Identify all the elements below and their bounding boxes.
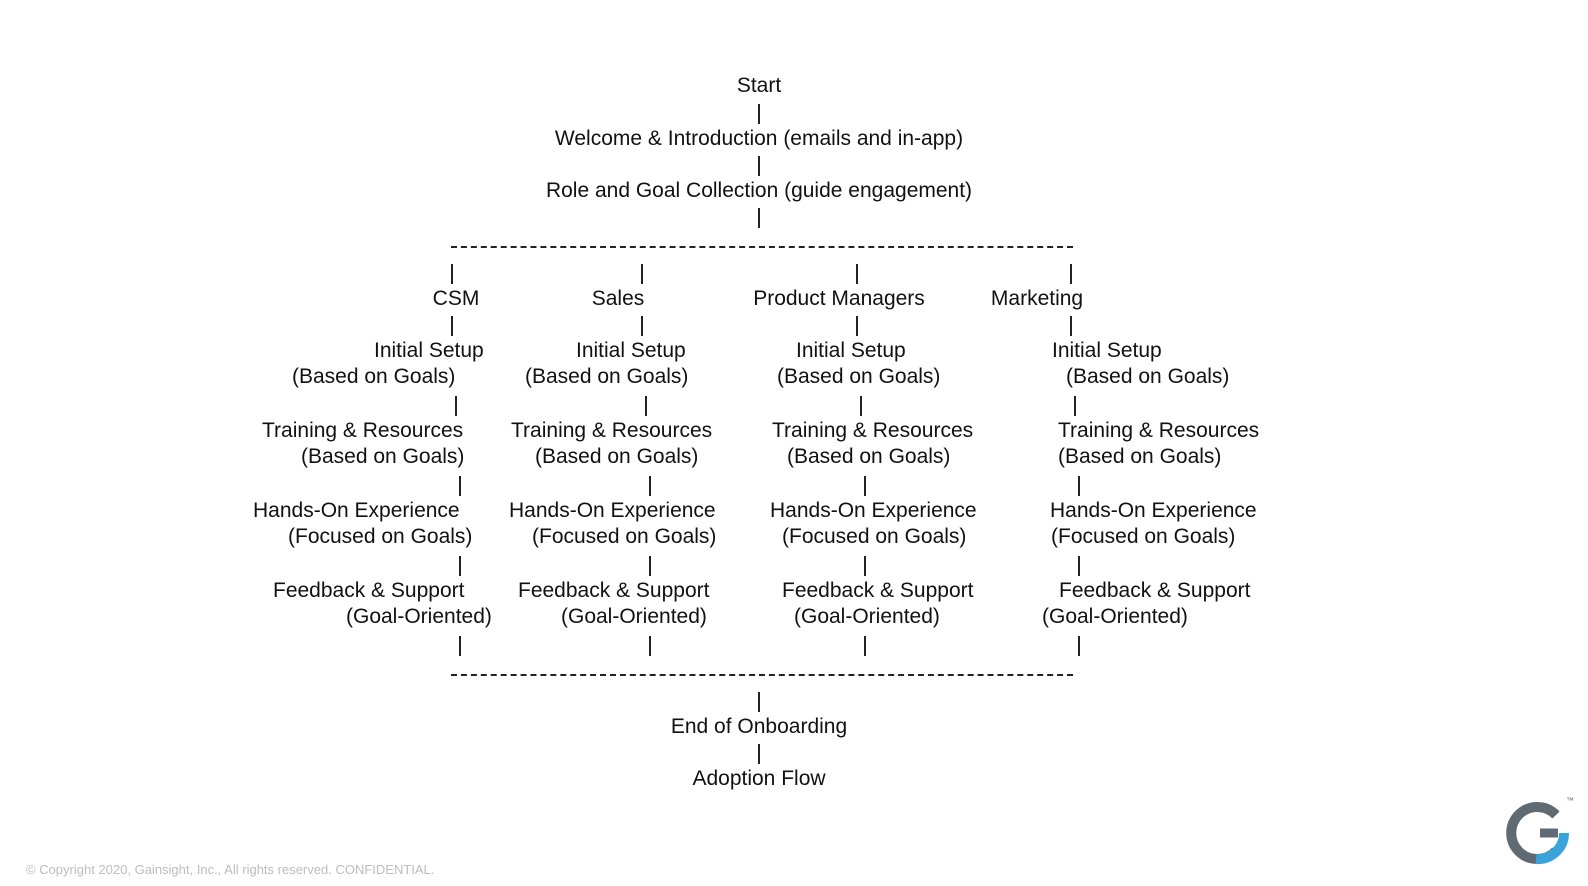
marketing-feedback-line1: Feedback & Support (1059, 579, 1251, 602)
role-product-managers: Product Managers (753, 287, 925, 310)
marketing-feedback-line2: (Goal-Oriented) (1042, 605, 1188, 628)
marketing-training-line1: Training & Resources (1058, 419, 1260, 442)
connector (649, 476, 651, 496)
role-csm: CSM (432, 287, 480, 310)
sales-handson-line1: Hands-On Experience (509, 499, 716, 522)
pm-feedback-line1: Feedback & Support (782, 579, 974, 602)
sales-setup-line1: Initial Setup (576, 339, 686, 362)
branch-divider-bottom (451, 674, 1073, 676)
node-role-goal: Role and Goal Collection (guide engageme… (545, 179, 973, 202)
gainsight-g-icon: ™ (1506, 796, 1574, 865)
sales-setup-line2: (Based on Goals) (525, 365, 689, 388)
csm-feedback-line1: Feedback & Support (273, 579, 465, 602)
marketing-handson-line2: (Focused on Goals) (1051, 525, 1236, 548)
node-start: Start (736, 74, 782, 97)
connector (864, 556, 866, 576)
connector (1078, 476, 1080, 496)
csm-handson-line2: (Focused on Goals) (288, 525, 473, 548)
csm-feedback-line2: (Goal-Oriented) (346, 605, 492, 628)
connector (459, 556, 461, 576)
csm-handson-line1: Hands-On Experience (253, 499, 460, 522)
connector (864, 476, 866, 496)
csm-training-line2: (Based on Goals) (301, 445, 465, 468)
node-end-onboarding: End of Onboarding (670, 715, 848, 738)
trademark-mark: ™ (1566, 796, 1574, 805)
connector (451, 316, 453, 336)
connector (1070, 316, 1072, 336)
pm-feedback-line2: (Goal-Oriented) (794, 605, 940, 628)
marketing-setup-line2: (Based on Goals) (1066, 365, 1230, 388)
connector (459, 476, 461, 496)
marketing-handson-line1: Hands-On Experience (1050, 499, 1257, 522)
connector (455, 396, 457, 416)
role-marketing: Marketing (990, 287, 1084, 310)
role-sales: Sales (591, 287, 645, 310)
connector (641, 316, 643, 336)
branch-connector (1070, 264, 1072, 284)
connector (1078, 636, 1080, 656)
connector (1078, 556, 1080, 576)
gainsight-logo: ™ (1500, 793, 1580, 873)
sales-training-line1: Training & Resources (511, 419, 713, 442)
sales-handson-line2: (Focused on Goals) (532, 525, 717, 548)
csm-setup-line2: (Based on Goals) (292, 365, 456, 388)
marketing-setup-line1: Initial Setup (1052, 339, 1162, 362)
pm-handson-line2: (Focused on Goals) (782, 525, 967, 548)
marketing-training-line2: (Based on Goals) (1058, 445, 1222, 468)
branch-divider-top (451, 246, 1073, 248)
csm-setup-line1: Initial Setup (374, 339, 484, 362)
branch-connector (856, 264, 858, 284)
connector (1074, 396, 1076, 416)
connector (758, 744, 760, 764)
connector (459, 636, 461, 656)
connector (649, 556, 651, 576)
pm-setup-line1: Initial Setup (796, 339, 906, 362)
node-welcome: Welcome & Introduction (emails and in-ap… (554, 127, 964, 150)
sales-feedback-line2: (Goal-Oriented) (561, 605, 707, 628)
pm-handson-line1: Hands-On Experience (770, 499, 977, 522)
sales-feedback-line1: Feedback & Support (518, 579, 710, 602)
connector (758, 156, 760, 176)
connector (645, 396, 647, 416)
connector (856, 316, 858, 336)
connector (649, 636, 651, 656)
csm-training-line1: Training & Resources (262, 419, 464, 442)
branch-connector (451, 264, 453, 284)
pm-training-line1: Training & Resources (772, 419, 974, 442)
connector (758, 208, 760, 228)
pm-training-line2: (Based on Goals) (787, 445, 951, 468)
pm-setup-line2: (Based on Goals) (777, 365, 941, 388)
node-adoption-flow: Adoption Flow (692, 767, 826, 790)
branch-connector (641, 264, 643, 284)
copyright-notice: © Copyright 2020, Gainsight, Inc., All r… (26, 862, 435, 877)
connector (860, 396, 862, 416)
connector (758, 692, 760, 712)
connector (864, 636, 866, 656)
connector (758, 104, 760, 124)
sales-training-line2: (Based on Goals) (535, 445, 699, 468)
